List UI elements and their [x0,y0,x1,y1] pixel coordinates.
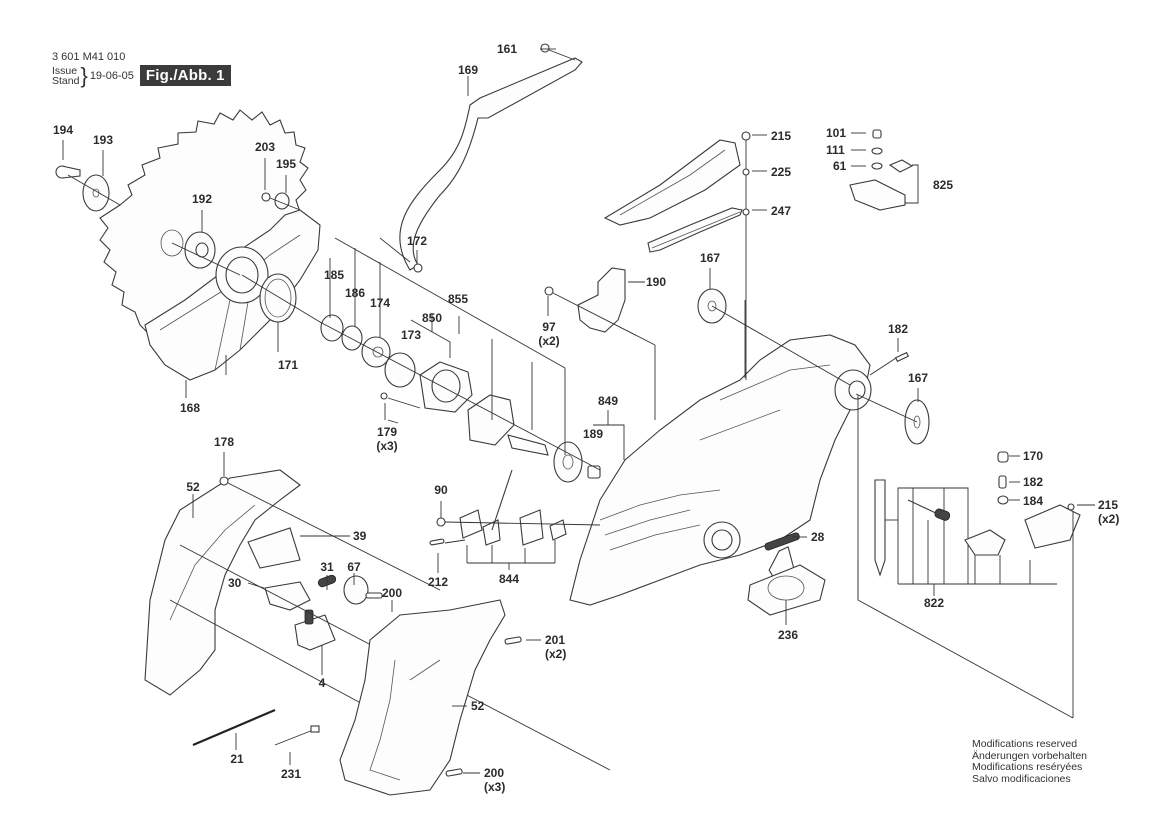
top-covers [603,131,751,380]
callout-215-right-qty: (x2) [1098,512,1120,526]
callout-185: 185 [323,268,345,282]
callout-179: 179 (x3) [376,425,397,453]
group-brackets [329,237,625,460]
callout-195: 195 [275,157,297,171]
callout-247: 247 [771,204,792,218]
issue-label-de: Stand [52,74,80,87]
callout-231: 231 [280,767,302,781]
callout-167-lower: 167 [907,371,929,385]
callout-850: 850 [421,311,443,325]
callout-21: 21 [230,752,244,766]
callout-182-lower: 182 [1023,475,1044,489]
callout-171: 171 [277,358,299,372]
callout-212: 212 [427,575,449,589]
issue-date: 19-06-05 [89,69,134,82]
callout-173: 173 [400,328,422,342]
callout-184: 184 [1023,494,1044,508]
callout-61: 61 [833,159,847,173]
housing-accessories [697,288,930,625]
callout-186: 186 [344,286,366,300]
notice-de: Änderungen vorbehalten [972,749,1088,762]
issue-label-en: Issue [52,64,78,77]
callout-825: 825 [933,178,954,192]
bracket-190 [544,267,656,420]
saw-blade [99,109,309,336]
issue-labels: Issue Stand [52,64,80,87]
callout-30: 30 [228,576,242,590]
brush-assembly-844 [429,469,601,570]
brace-glyph: } [80,62,88,88]
callout-215-right-number: 215 [1098,498,1119,512]
handle-left-half [144,469,611,771]
motor-housing [569,334,872,606]
callout-28: 28 [811,530,825,544]
handle-right-half [339,599,522,796]
callout-39: 39 [353,529,367,543]
modifications-notice: Modifications reserved Änderungen vorbeh… [972,738,1088,785]
issue-row: Issue Stand } 19-06-05 Fig./Abb. 1 [52,62,231,88]
callout-822: 822 [923,596,945,610]
callout-97: 97 (x2) [538,320,559,348]
drawing-header: 3 601 M41 010 Issue Stand } 19-06-05 Fig… [52,51,231,86]
callout-192: 192 [191,192,213,206]
callout-174: 174 [369,296,391,310]
callout-201-number: 201 [545,633,566,647]
callout-194: 194 [52,123,74,137]
callout-168: 168 [179,401,201,415]
cables [192,708,320,747]
shaft-assembly [319,314,601,483]
callout-203: 203 [254,140,276,154]
callout-215-right: 215 (x2) [1098,498,1119,526]
callout-170: 170 [1023,449,1044,463]
notice-es: Salvo modificaciones [972,772,1071,785]
callout-111: 111 [826,143,845,157]
callout-52-right: 52 [471,699,485,713]
notice-fr: Modifications reséryées [972,761,1083,773]
flange-parts [55,165,331,329]
callout-844: 844 [498,572,520,586]
callout-4: 4 [318,676,326,690]
callout-90: 90 [434,483,448,497]
callout-179-number: 179 [376,425,398,439]
callout-190: 190 [646,275,667,289]
callout-201: 201 (x2) [545,633,566,661]
callout-182-upper: 182 [887,322,909,336]
callout-236: 236 [777,628,799,642]
callout-200-lower-number: 200 [484,766,505,780]
callout-67: 67 [347,560,361,574]
callout-52-left: 52 [186,480,200,494]
callout-179-qty: (x3) [376,439,398,453]
callout-849: 849 [597,394,619,408]
document-number: 3 601 M41 010 [52,51,126,63]
callout-193: 193 [92,133,114,147]
callout-201-qty: (x2) [545,647,567,661]
callout-167-upper: 167 [699,251,721,265]
callout-189: 189 [582,427,604,441]
callout-31: 31 [320,560,334,574]
callout-97-number: 97 [542,320,556,334]
callout-200-lower: 200 (x3) [484,766,505,794]
callout-leaders [62,48,1095,774]
figure-badge: Fig./Abb. 1 [139,65,231,86]
callout-225: 225 [771,165,792,179]
lever-arm [379,43,583,273]
callout-200-upper: 200 [381,586,403,600]
plate-825 [849,129,919,211]
switch-assembly-822 [857,395,1081,719]
callout-169: 169 [457,63,479,77]
callout-172: 172 [406,234,428,248]
callout-101: 101 [826,126,847,140]
callout-161: 161 [497,42,518,56]
callout-97-qty: (x2) [538,334,560,348]
callout-215-top: 215 [771,129,792,143]
callout-855: 855 [447,292,469,306]
callout-200-lower-qty: (x3) [484,780,506,794]
notice-en: Modifications reserved [972,738,1078,750]
callout-178: 178 [213,435,235,449]
